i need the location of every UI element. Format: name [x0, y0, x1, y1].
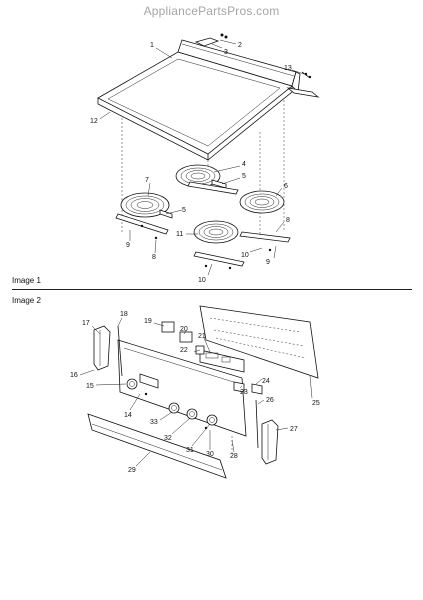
callout-32: 32	[164, 435, 172, 442]
cooktop-top-assembly	[97, 39, 301, 161]
callout-6: 6	[284, 183, 288, 190]
callout-12: 12	[90, 118, 98, 125]
section-divider	[12, 289, 412, 290]
callout-28: 28	[230, 453, 238, 460]
callout-23: 23	[240, 389, 248, 396]
hinge-bracket	[194, 33, 228, 47]
watermark: AppliancePartsPros.com	[143, 4, 280, 18]
callout-8a: 8	[286, 217, 290, 224]
callout-33: 33	[150, 419, 158, 426]
right-end-cap	[255, 399, 279, 465]
callout-9a: 9	[126, 242, 130, 249]
callout-2: 2	[238, 42, 242, 49]
callout-31: 31	[186, 447, 194, 454]
callout-22: 22	[180, 347, 188, 354]
callout-26: 26	[266, 397, 274, 404]
callout-1: 1	[150, 42, 154, 49]
callout-16: 16	[70, 372, 78, 379]
callout-5b: 5	[182, 207, 186, 214]
callout-11: 11	[176, 231, 183, 238]
callout-10a: 10	[241, 252, 249, 259]
surface-element-right	[239, 190, 285, 214]
rear-bracket	[286, 71, 320, 98]
callout-14: 14	[124, 412, 132, 419]
element-support-bracket	[115, 181, 291, 270]
callout-8b: 8	[152, 254, 156, 261]
callout-5a: 5	[242, 173, 246, 180]
section-label-image-2: Image 2	[12, 296, 41, 305]
callout-24: 24	[262, 378, 270, 385]
callout-9b: 9	[266, 259, 270, 266]
callout-19: 19	[144, 318, 152, 325]
control-panel-trim	[87, 413, 233, 479]
backguard-glass	[199, 305, 319, 379]
callout-13: 13	[284, 65, 292, 72]
callout-7: 7	[145, 177, 149, 184]
callout-20: 20	[180, 326, 188, 333]
callout-10b: 10	[198, 277, 206, 284]
surface-element-front-left	[120, 192, 173, 219]
callout-30: 30	[206, 451, 214, 458]
surface-element-front-center	[193, 220, 239, 244]
callout-21: 21	[198, 333, 206, 340]
section-label-image-1: Image 1	[12, 276, 41, 285]
callout-3: 3	[224, 49, 228, 56]
electronic-control-module	[199, 349, 263, 395]
callout-15: 15	[86, 383, 94, 390]
callout-25: 25	[312, 400, 320, 407]
callout-29: 29	[128, 467, 136, 474]
callout-18: 18	[120, 311, 128, 318]
callout-17: 17	[82, 320, 90, 327]
callout-4: 4	[242, 161, 246, 168]
control-panel	[117, 339, 247, 437]
callout-27: 27	[290, 426, 298, 433]
left-end-cap	[93, 325, 123, 377]
